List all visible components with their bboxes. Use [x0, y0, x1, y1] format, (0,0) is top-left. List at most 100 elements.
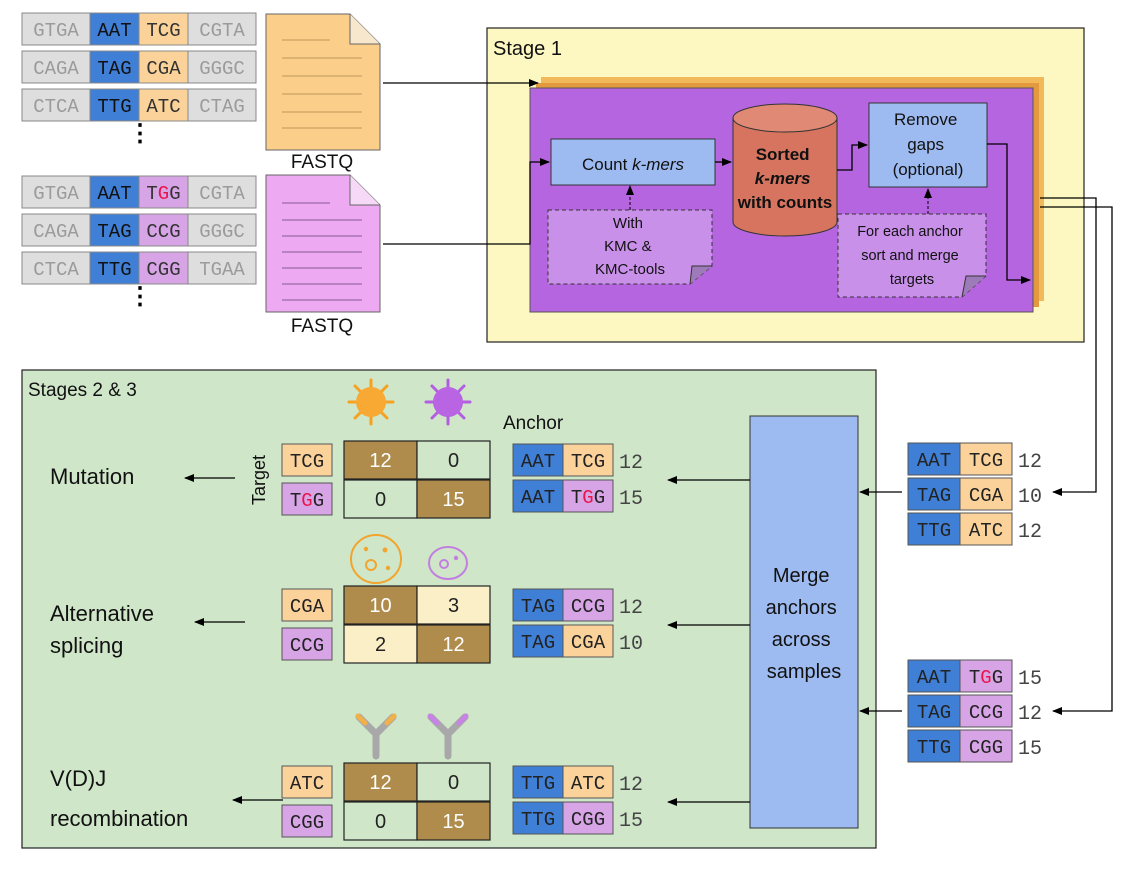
read-segment — [138, 213, 189, 247]
kmer-count: 12 — [619, 774, 643, 797]
anchor-kmer-box — [907, 694, 961, 728]
count-value: 0 — [375, 811, 386, 833]
target-kmer-box — [562, 443, 614, 477]
kmer-text-read: TTG — [97, 96, 131, 118]
read-segment — [21, 251, 91, 285]
fastq2-to-stage1-arrow — [383, 158, 550, 245]
count-value: 0 — [375, 489, 386, 511]
kmer-text-target: CGA — [290, 596, 325, 618]
kmer-text-target: CCG — [969, 702, 1003, 724]
sorted-kmers-label: Sorted k-mers with counts — [737, 145, 832, 212]
read-segment — [89, 88, 140, 122]
count-value: 12 — [369, 450, 391, 472]
kmer-text-target: ATC — [290, 773, 324, 795]
read-segment — [187, 213, 257, 247]
more-reads-ellipsis: ⋮ — [128, 120, 152, 147]
anchor-kmer-box — [512, 765, 564, 799]
read-segment — [89, 12, 140, 46]
anchor-kmer-box — [907, 442, 961, 476]
read-segment — [187, 12, 257, 46]
count-value: 12 — [369, 772, 391, 794]
kmer-text-anchor: AAT — [521, 487, 555, 509]
kmer-text-target: CGG — [290, 812, 324, 834]
target-seq-box — [281, 588, 333, 622]
read-segment — [21, 213, 91, 247]
target-kmer-box — [562, 479, 614, 513]
count-value: 15 — [442, 489, 464, 511]
kmer-count: 12 — [1018, 451, 1042, 474]
read-segment — [138, 175, 189, 209]
kmer-text-read: AAT — [97, 183, 131, 205]
target-seq-box — [281, 765, 333, 799]
target-kmer-box — [959, 694, 1013, 728]
count-cell — [416, 479, 491, 519]
kmer-count: 10 — [619, 633, 643, 656]
target-kmer-box — [959, 512, 1013, 546]
target-kmer-box — [562, 765, 614, 799]
virus-icon-orange — [347, 378, 395, 426]
read-segment — [21, 12, 91, 46]
event-label: Mutation — [50, 464, 134, 489]
kmer-text-read: CTCA — [33, 259, 79, 281]
count-cell — [343, 479, 418, 519]
kmer-count: 12 — [619, 452, 643, 475]
kmer-count: 12 — [619, 597, 643, 620]
kmer-text-read: CAGA — [33, 221, 79, 243]
kmer-text-target: CGG — [969, 737, 1003, 759]
kmer-text-anchor: TAG — [917, 485, 951, 507]
kmer-text-read: GTGA — [33, 183, 79, 205]
read-segment — [138, 251, 189, 285]
kmer-text-anchor: TAG — [917, 702, 951, 724]
kmer-text-target: CCG — [290, 635, 324, 657]
kmer-text-read: TTG — [97, 259, 131, 281]
kmer-text-target: TGG — [571, 487, 605, 509]
event-label: recombination — [50, 806, 188, 831]
stage1-label: Stage 1 — [493, 38, 562, 60]
fastq-file-icon-2 — [265, 174, 381, 313]
anchor-kmer-box — [907, 477, 961, 511]
kmer-text-read: GGGC — [199, 58, 245, 80]
kmer-count: 10 — [1018, 486, 1042, 509]
target-label: Target — [249, 455, 269, 505]
fastq-label-1: FASTQ — [291, 152, 353, 173]
remove-gaps-label: Remove gaps (optional) — [893, 110, 964, 179]
kmc-note-text: With KMC & KMC-tools — [595, 215, 665, 278]
kmer-text-read: TAG — [97, 58, 131, 80]
kmer-text-read: CTCA — [33, 96, 79, 118]
stages23-label: Stages 2 & 3 — [28, 380, 137, 401]
event-label: splicing — [50, 633, 123, 658]
read-segment — [187, 88, 257, 122]
count-cell — [416, 440, 491, 480]
kmer-text-read: TCG — [146, 20, 180, 42]
kmer-text-target: ATC — [969, 520, 1003, 542]
count-kmers-label: Count k-mers — [582, 155, 685, 174]
kmer-text-read: CCG — [146, 221, 180, 243]
kmer-text-read: ATC — [146, 96, 180, 118]
kmer-count: 15 — [619, 488, 643, 511]
count-cell — [343, 624, 418, 664]
sorted-kmers-cylinder-top — [732, 103, 838, 133]
count-cell — [416, 624, 491, 664]
anchor-kmer-box — [907, 512, 961, 546]
kmer-text-read: CGG — [146, 259, 180, 281]
kmer-count: 15 — [1018, 668, 1042, 691]
target-kmer-box — [959, 442, 1013, 476]
event-label: Alternative — [50, 601, 154, 626]
anchor-kmer-box — [512, 588, 564, 622]
target-kmer-box — [959, 729, 1013, 763]
sorted-kmers-cylinder — [732, 117, 838, 237]
kmer-text-anchor: TTG — [521, 773, 555, 795]
count-cell — [416, 762, 491, 802]
anchor-kmer-box — [512, 479, 564, 513]
kmer-text-anchor: TTG — [521, 809, 555, 831]
target-kmer-box — [959, 659, 1013, 693]
kmer-text-anchor: TTG — [917, 520, 951, 542]
target-seq-box — [281, 443, 333, 477]
kmer-text-target: CGA — [969, 485, 1004, 507]
kmer-text-anchor: TTG — [917, 737, 951, 759]
count-value: 10 — [369, 595, 391, 617]
target-seq-box — [281, 804, 333, 838]
kmer-text-target: CGG — [571, 809, 605, 831]
kmer-text-read: AAT — [97, 20, 131, 42]
